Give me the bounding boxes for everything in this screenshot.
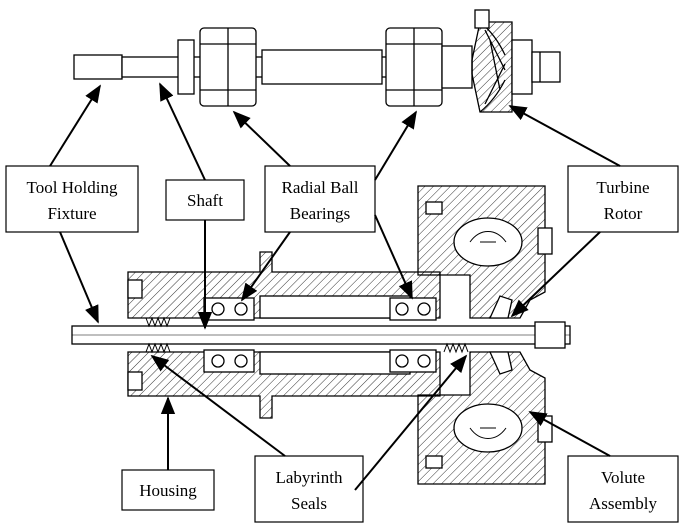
arrow-bearing-top-right bbox=[374, 110, 417, 181]
turbine-label-line2: Rotor bbox=[604, 204, 643, 223]
tool-holding-fixture-top bbox=[73, 54, 123, 80]
labyrinth-label-line1: Labyrinth bbox=[275, 468, 343, 487]
labyrinth-teeth bbox=[145, 316, 469, 354]
label-housing: Housing bbox=[121, 469, 215, 511]
arrow-bearing-bottom-right bbox=[374, 214, 413, 300]
arrow-volute bbox=[528, 411, 611, 457]
label-radial-ball-bearings: Radial Ball Bearings bbox=[264, 165, 376, 233]
arrow-fixture-top bbox=[49, 84, 101, 167]
label-turbine-rotor: Turbine Rotor bbox=[567, 165, 679, 233]
arrow-turbine-top bbox=[508, 105, 621, 167]
label-tool-holding-fixture: Tool Holding Fixture bbox=[5, 165, 139, 233]
volute-label-line2: Assembly bbox=[589, 494, 658, 513]
arrow-bearing-bottom-left bbox=[240, 231, 291, 302]
arrow-fixture-bottom bbox=[59, 231, 99, 324]
arrow-labyrinth-right bbox=[354, 354, 468, 491]
turbine-label-line1: Turbine bbox=[596, 178, 649, 197]
tool-holding-label-line1: Tool Holding bbox=[27, 178, 118, 197]
arrow-shaft-top bbox=[159, 82, 206, 181]
label-shaft: Shaft bbox=[165, 179, 245, 221]
arrow-labyrinth-left bbox=[150, 354, 286, 457]
bearings-label-line2: Bearings bbox=[290, 204, 350, 223]
arrow-bearing-top-left bbox=[232, 110, 291, 167]
shaft-label: Shaft bbox=[187, 191, 223, 210]
labyrinth-label-line2: Seals bbox=[291, 494, 327, 513]
arrow-turbine-bottom bbox=[510, 231, 601, 318]
label-labyrinth-seals: Labyrinth Seals bbox=[254, 455, 364, 523]
volute-label-line1: Volute bbox=[601, 468, 645, 487]
turbine-rotor-top bbox=[471, 9, 513, 113]
housing-label: Housing bbox=[139, 481, 197, 500]
volute-assembly-section bbox=[417, 185, 566, 485]
bearings-label-line1: Radial Ball bbox=[282, 178, 359, 197]
bearings-section bbox=[203, 297, 437, 373]
exploded-shaft-assembly bbox=[73, 9, 561, 113]
label-volute-assembly: Volute Assembly bbox=[567, 455, 679, 523]
leader-arrows bbox=[49, 82, 621, 491]
tool-holding-label-line2: Fixture bbox=[47, 204, 96, 223]
